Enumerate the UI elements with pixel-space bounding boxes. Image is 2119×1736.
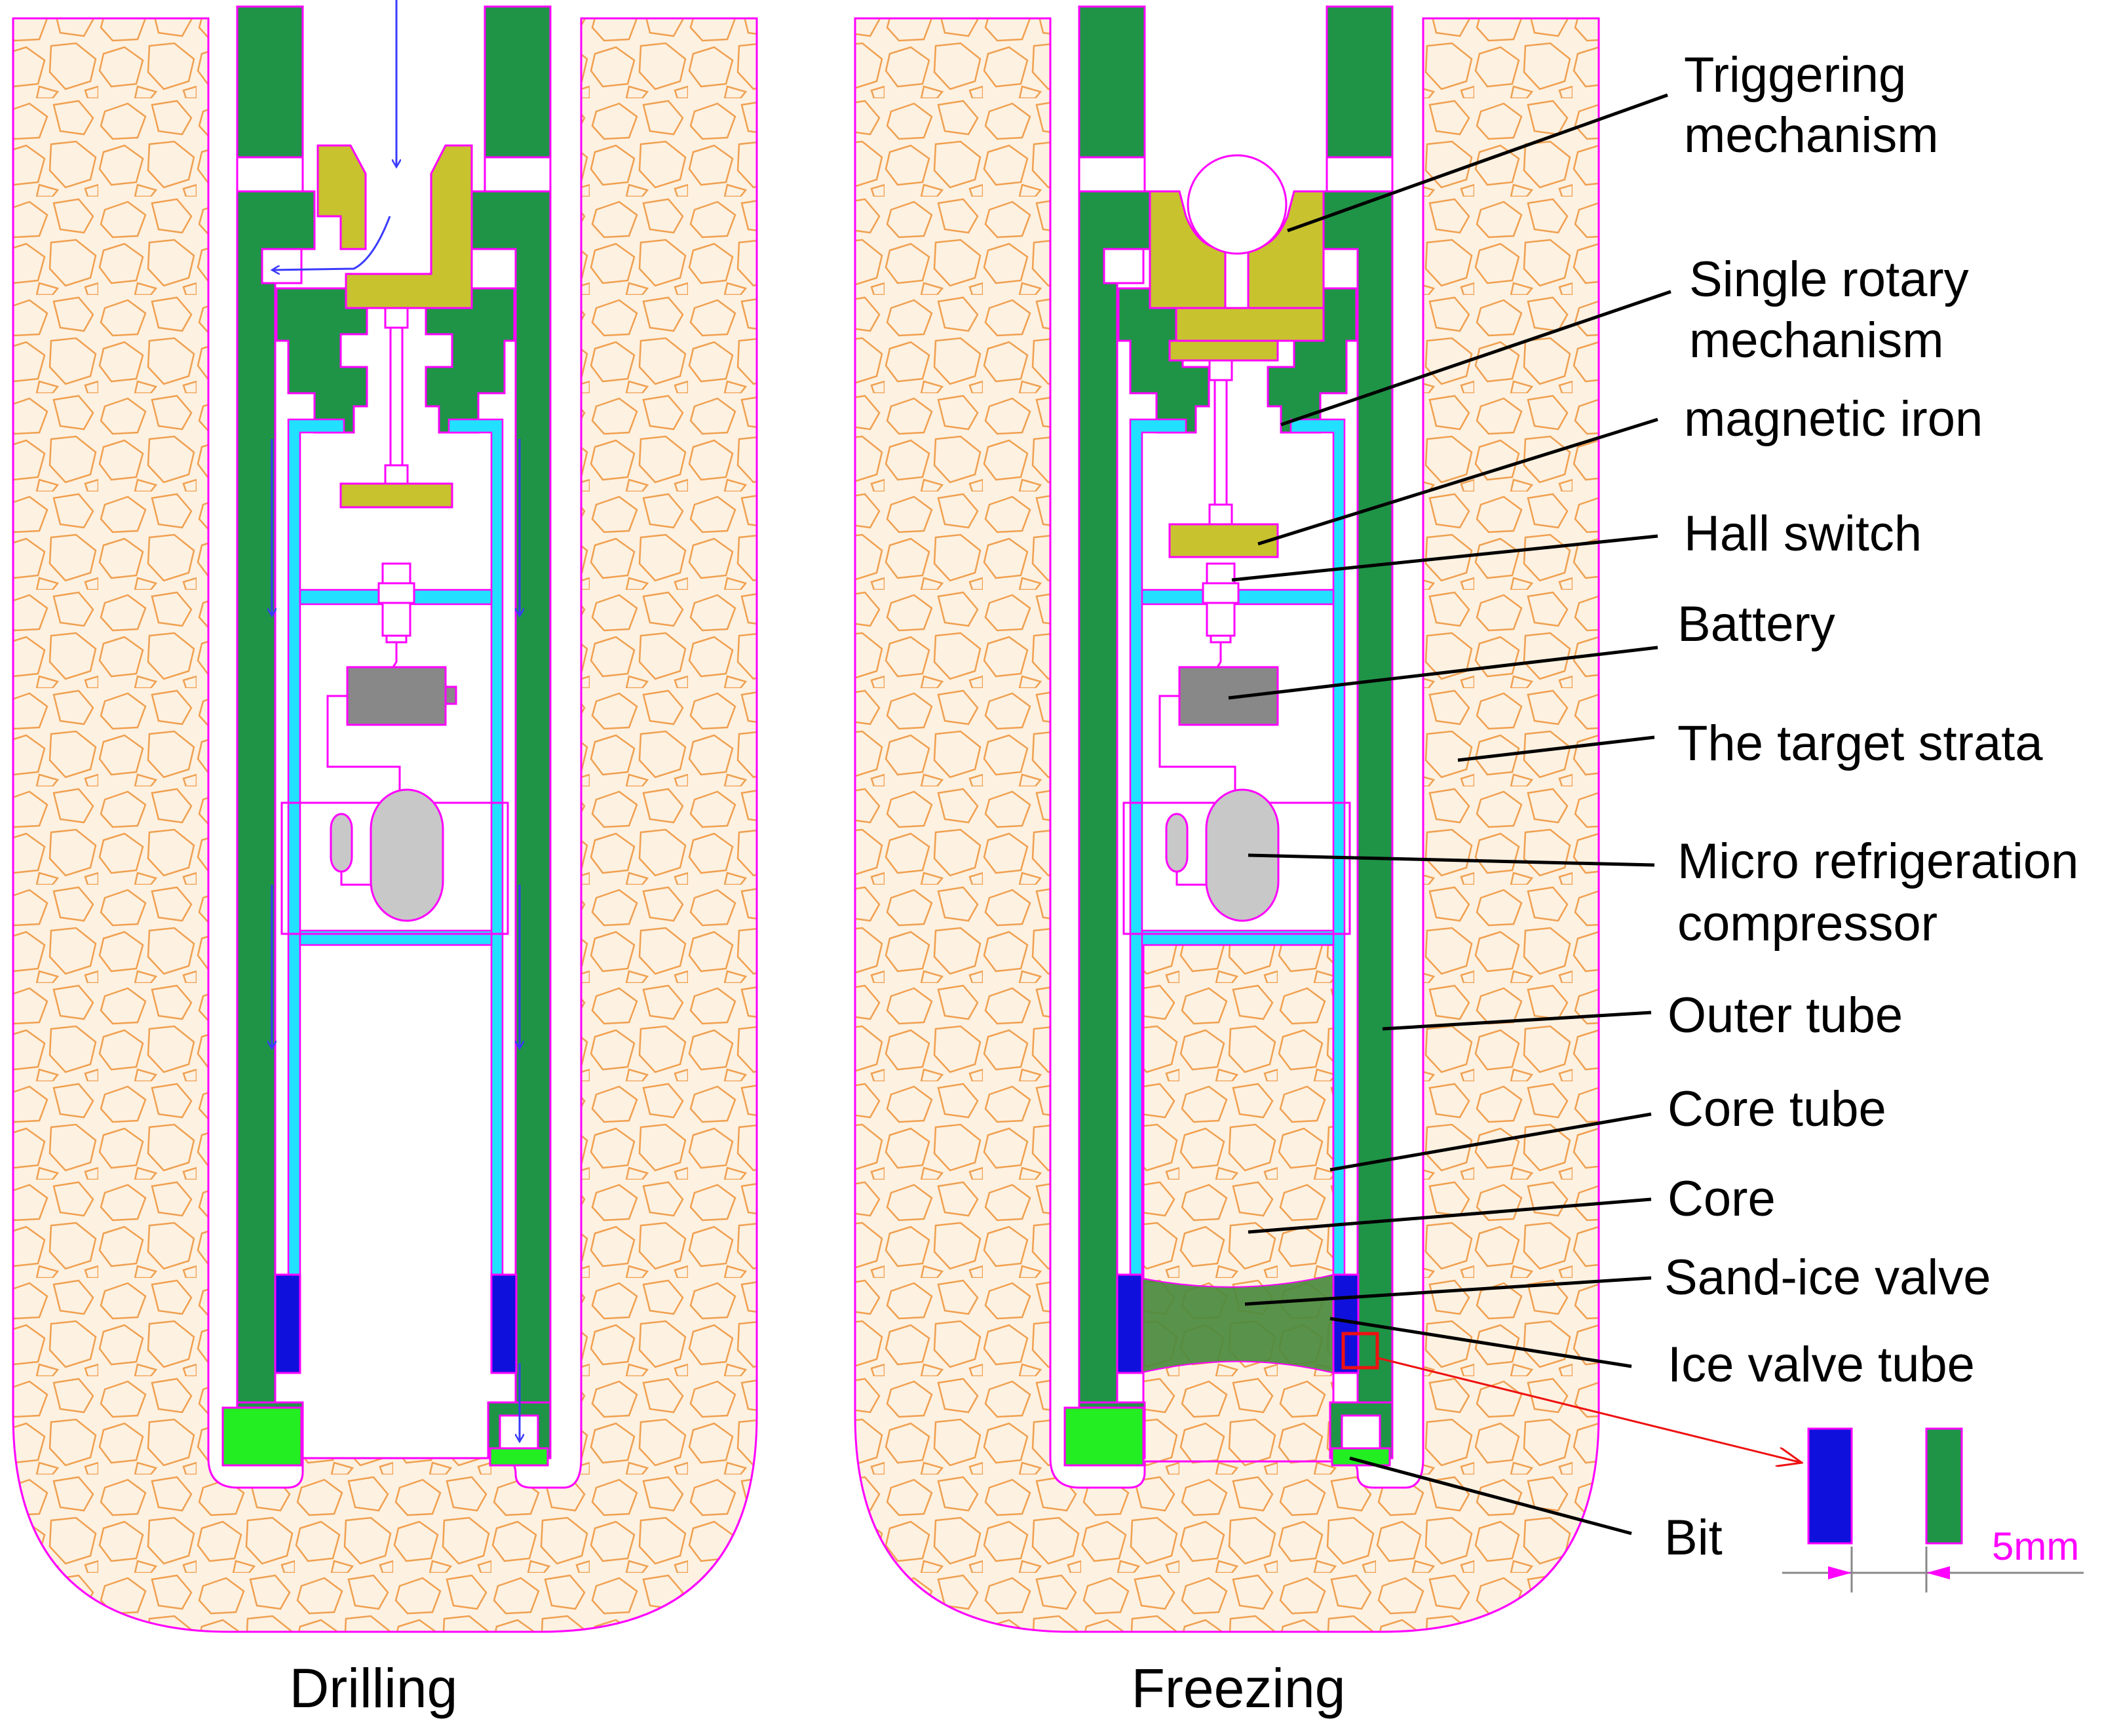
label-ice-valve-tube: Ice valve tube — [1668, 1337, 1975, 1393]
battery-right — [1178, 666, 1279, 726]
zoom-arrow-icon — [1377, 1357, 1802, 1463]
label-single-rotary-mechanism-2: mechanism — [1689, 313, 1944, 368]
label-triggering-mechanism-2: mechanism — [1684, 107, 1939, 163]
caption-drilling: Drilling — [290, 1657, 458, 1719]
battery-left — [346, 666, 457, 726]
outer-tube-left — [236, 5, 552, 1459]
label-hall-switch: Hall switch — [1684, 506, 1922, 562]
sand-ice-valve — [1139, 1273, 1334, 1374]
label-outer-tube: Outer tube — [1668, 988, 1903, 1043]
shaft-right — [1208, 359, 1233, 526]
core-sample-right — [1142, 942, 1335, 1463]
label-triggering-mechanism-1: Triggering — [1684, 47, 1906, 103]
label-compressor-2: compressor — [1677, 896, 1938, 952]
label-battery: Battery — [1677, 596, 1835, 652]
label-core-tube: Core tube — [1668, 1081, 1886, 1137]
label-target-strata: The target strata — [1677, 716, 2043, 771]
label-single-rotary-mechanism-1: Single rotary — [1689, 252, 1969, 307]
drilling-panel: Drilling — [12, 0, 758, 1719]
detail-ice-valve-tube — [1807, 1427, 1853, 1545]
label-sand-ice-valve: Sand-ice valve — [1664, 1250, 1991, 1305]
borehole-strata-left — [12, 17, 758, 1633]
gap-dimension: 5mm — [1992, 1524, 2079, 1568]
borehole-strata-right — [854, 17, 1600, 1633]
bit-left — [221, 1406, 549, 1467]
label-core: Core — [1668, 1171, 1776, 1227]
hall-switch-right — [1202, 562, 1240, 644]
freezing-panel: 5mm Freezing — [854, 5, 2084, 1719]
compressor-right — [1122, 788, 1351, 935]
leader-lines — [1228, 93, 1671, 1535]
label-bit: Bit — [1664, 1510, 1723, 1566]
bit-right — [1063, 1406, 1391, 1467]
core-sample-left — [301, 1082, 489, 1459]
label-magnetic-iron: magnetic iron — [1684, 391, 1983, 447]
ice-valve-tube-right — [1116, 1273, 1360, 1374]
trigger-mechanism-left — [316, 144, 473, 509]
ice-valve-tube-left — [274, 1273, 518, 1374]
detail-inset: 5mm — [1782, 1427, 2084, 1592]
flow-arrow-icon — [272, 216, 391, 270]
part-labels: Triggering mechanism Single rotary mecha… — [1664, 47, 2078, 1566]
hall-switch-left — [377, 562, 415, 644]
shaft-left — [384, 307, 409, 485]
compressor-left — [280, 788, 509, 935]
label-compressor-1: Micro refrigeration — [1677, 834, 2078, 889]
zoom-marker — [1341, 1332, 1379, 1370]
trigger-mechanism-right — [1149, 154, 1325, 558]
flow-arrows-left — [272, 0, 520, 1442]
detail-outer-tube — [1925, 1427, 1963, 1545]
caption-freezing: Freezing — [1132, 1657, 1346, 1719]
